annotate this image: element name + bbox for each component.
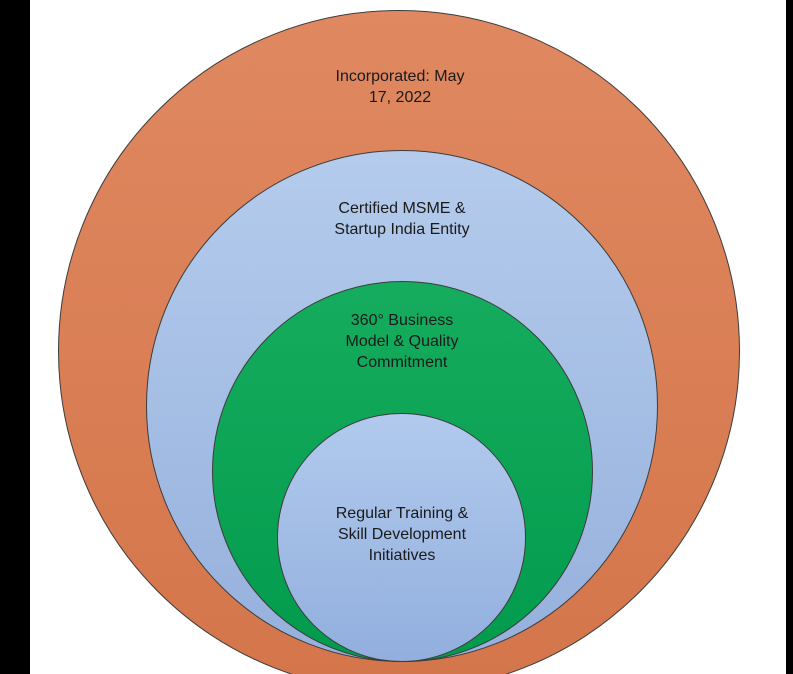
label-training-initiatives: Regular Training & Skill Development Ini… <box>335 505 469 564</box>
right-black-border <box>786 0 793 674</box>
label-business-model: 360° Business Model & Quality Commitment <box>345 312 459 371</box>
label-certified-msme: Certified MSME & Startup India Entity <box>334 200 470 238</box>
left-black-border <box>0 0 30 674</box>
circle-training-initiatives <box>277 413 526 662</box>
label-incorporated: Incorporated: May 17, 2022 <box>335 68 465 106</box>
